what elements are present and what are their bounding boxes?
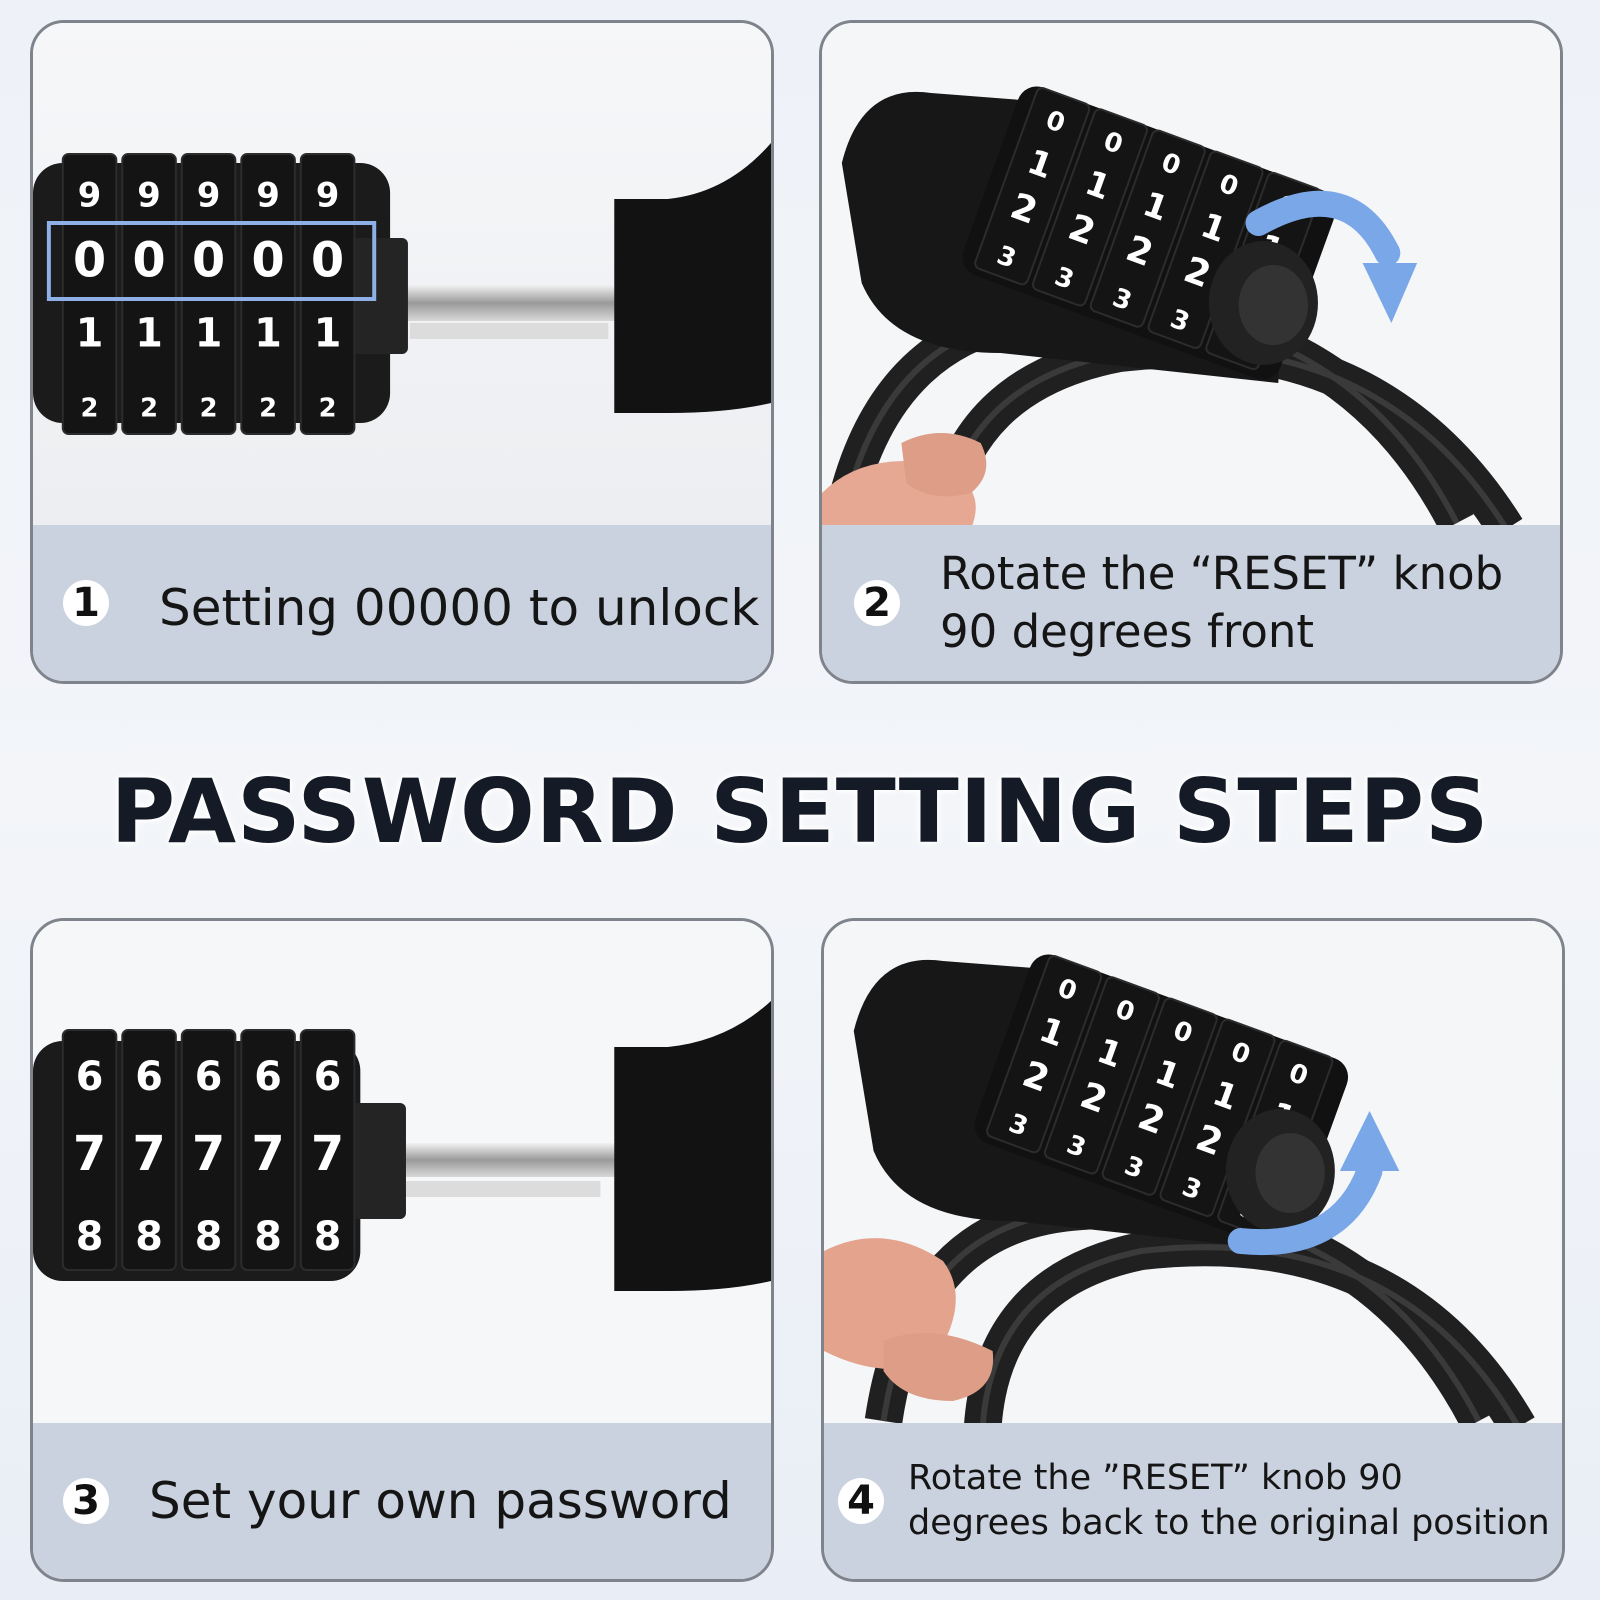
dial-digit: 2 (319, 393, 337, 423)
dial-digit: 7 (192, 1127, 225, 1182)
dial-digit: 0 (252, 233, 285, 288)
dial-digit: 0 (311, 233, 344, 288)
step-4-caption: 4 Rotate the ”RESET” knob 90 degrees bac… (824, 1423, 1562, 1579)
dial-digit: 7 (73, 1127, 106, 1182)
step-number-badge: 3 (63, 1478, 109, 1524)
reset-knob-photo: 01230123012301230123 (822, 23, 1560, 529)
dial-digit: 6 (76, 1054, 104, 1100)
dial-digit: 8 (76, 1214, 104, 1260)
dial-digit: 8 (195, 1214, 223, 1260)
dial-digit: 9 (256, 175, 279, 214)
reset-knob-illustration: 01230123012301230123 (824, 921, 1562, 1427)
dial-digit: 6 (195, 1054, 223, 1100)
step-2-text-line-1: Rotate the “RESET” knob (940, 547, 1504, 601)
step-number-badge: 1 (63, 580, 109, 626)
step-3-caption: 3 Set your own password (33, 1423, 771, 1579)
step-4-card: 01230123012301230123 4 Rotate the ”RESET… (821, 918, 1565, 1582)
dial-digit: 8 (135, 1214, 163, 1260)
reset-knob-illustration: 01230123012301230123 (822, 23, 1560, 529)
dial-digit: 2 (200, 393, 218, 423)
dial-digit: 0 (73, 233, 106, 288)
step-1-text: Setting 00000 to unlock (159, 579, 760, 637)
dial-digit: 6 (314, 1054, 342, 1100)
dial-digit: 9 (78, 175, 101, 214)
step-4-text-line-2: degrees back to the original position (908, 1503, 1550, 1543)
step-2-card: 01230123012301230123 2 Rotate the “RESET… (819, 20, 1563, 684)
dial-digit: 7 (311, 1127, 344, 1182)
dial-digit: 9 (197, 175, 220, 214)
dial-digit: 1 (76, 310, 104, 356)
step-2-text: Rotate the “RESET” knob 90 degrees front (940, 545, 1503, 660)
step-3-text: Set your own password (149, 1472, 732, 1530)
dial-digit: 0 (132, 233, 165, 288)
dial-digit: 6 (135, 1054, 163, 1100)
dial-digit: 8 (314, 1214, 342, 1260)
step-2-text-line-2: 90 degrees front (940, 605, 1315, 658)
dial-digit: 2 (259, 393, 277, 423)
step-4-text: Rotate the ”RESET” knob 90 degrees back … (908, 1456, 1550, 1546)
step-2-caption: 2 Rotate the “RESET” knob 90 degrees fro… (822, 525, 1560, 681)
dial-digit: 1 (314, 310, 342, 356)
dial-digit: 8 (254, 1214, 282, 1260)
rotate-down-arrow-icon (1245, 190, 1401, 266)
step-number-badge: 4 (838, 1478, 884, 1524)
dial-digit: 9 (316, 175, 339, 214)
dial-digit: 1 (254, 310, 282, 356)
dial-digit: 6 (254, 1054, 282, 1100)
dial-digit: 7 (252, 1127, 285, 1182)
dial-digit: 7 (132, 1127, 165, 1182)
page-title: PASSWORD SETTING STEPS (110, 760, 1490, 863)
dial-digit: 2 (140, 393, 158, 423)
dial-digit: 2 (81, 393, 99, 423)
step-4-text-line-1: Rotate the ”RESET” knob 90 (908, 1458, 1403, 1499)
highlight-box (46, 221, 377, 301)
rotate-up-arrow-icon (1227, 1158, 1383, 1256)
dial-digit: 0 (192, 233, 225, 288)
dial-digit: 1 (195, 310, 223, 356)
dial-digit: 1 (135, 310, 163, 356)
step-1-caption: 1 Setting 00000 to unlock (33, 525, 771, 681)
step-number-badge: 2 (854, 580, 900, 626)
dial-digit: 9 (137, 175, 160, 214)
reset-knob-photo: 01230123012301230123 (824, 921, 1562, 1427)
